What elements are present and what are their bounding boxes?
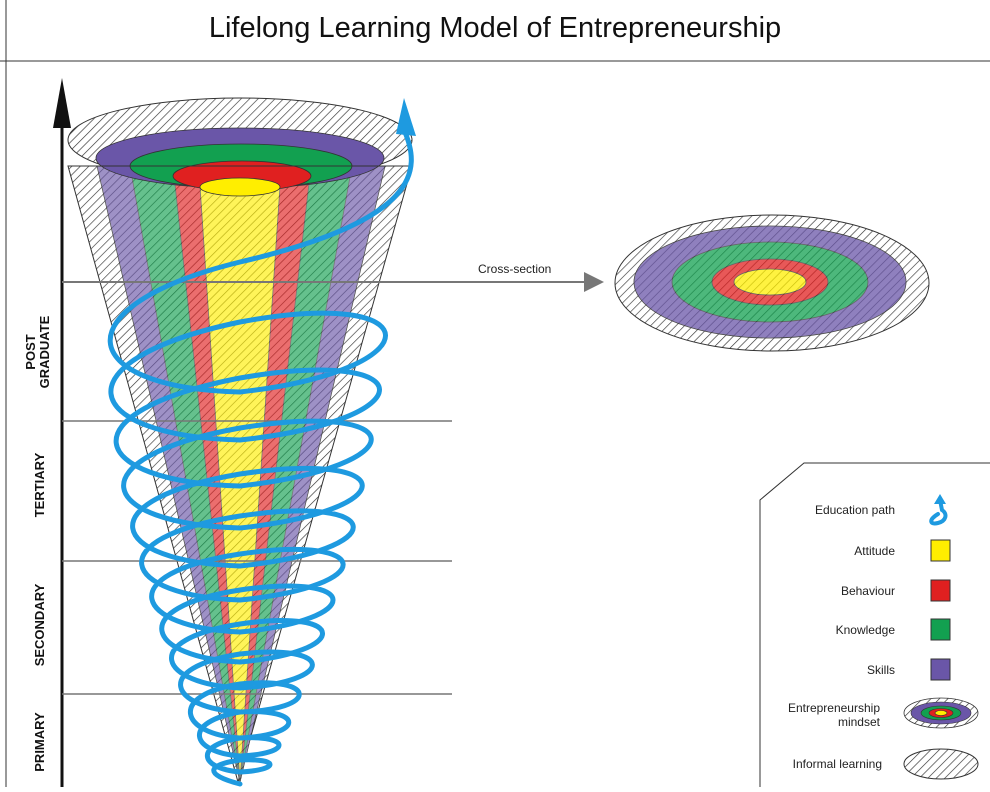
legend-knowledge-swatch [930, 618, 951, 641]
legend-knowledge-label: Knowledge [835, 623, 895, 637]
stage-label-post-line1: POST [23, 334, 38, 370]
stage-label-post-line2: GRADUATE [37, 315, 52, 389]
cross-section [614, 214, 930, 352]
legend-education-path-icon [929, 498, 948, 526]
stage-label-post-graduate: POST GRADUATE [23, 312, 52, 392]
page-title: Lifelong Learning Model of Entrepreneurs… [208, 12, 782, 44]
stage-label-primary: PRIMARY [32, 712, 47, 772]
stage-label-tertiary: TERTIARY [32, 452, 47, 518]
legend-mindset-line2: mindset [837, 715, 880, 729]
legend-education-path-arrowhead-icon [934, 494, 946, 504]
legend-informal-icon [903, 748, 979, 780]
education-path-spiral [107, 127, 414, 787]
cross-section-label: Cross-section [478, 262, 552, 276]
legend-mindset-line1: Entrepreneurship [787, 701, 880, 715]
education-path-arrowhead [396, 98, 416, 136]
legend-attitude-label: Attitude [854, 544, 895, 558]
legend-attitude-swatch [930, 539, 951, 562]
legend-mindset-icon [903, 697, 979, 729]
stage-label-secondary: SECONDARY [32, 583, 47, 667]
vertical-axis-arrowhead [53, 78, 71, 128]
legend-mindset-label: Entrepreneurship mindset [788, 701, 880, 729]
legend-skills-label: Skills [866, 663, 895, 677]
legend-behaviour-swatch [930, 579, 951, 602]
legend-education-path-label: Education path [814, 503, 895, 517]
legend-informal-label: Informal learning [792, 757, 882, 771]
cross-section-hatch-overlay [634, 226, 906, 338]
legend-behaviour-label: Behaviour [840, 584, 895, 598]
legend-skills-swatch [930, 658, 951, 681]
cone-top-attitude [199, 177, 281, 197]
